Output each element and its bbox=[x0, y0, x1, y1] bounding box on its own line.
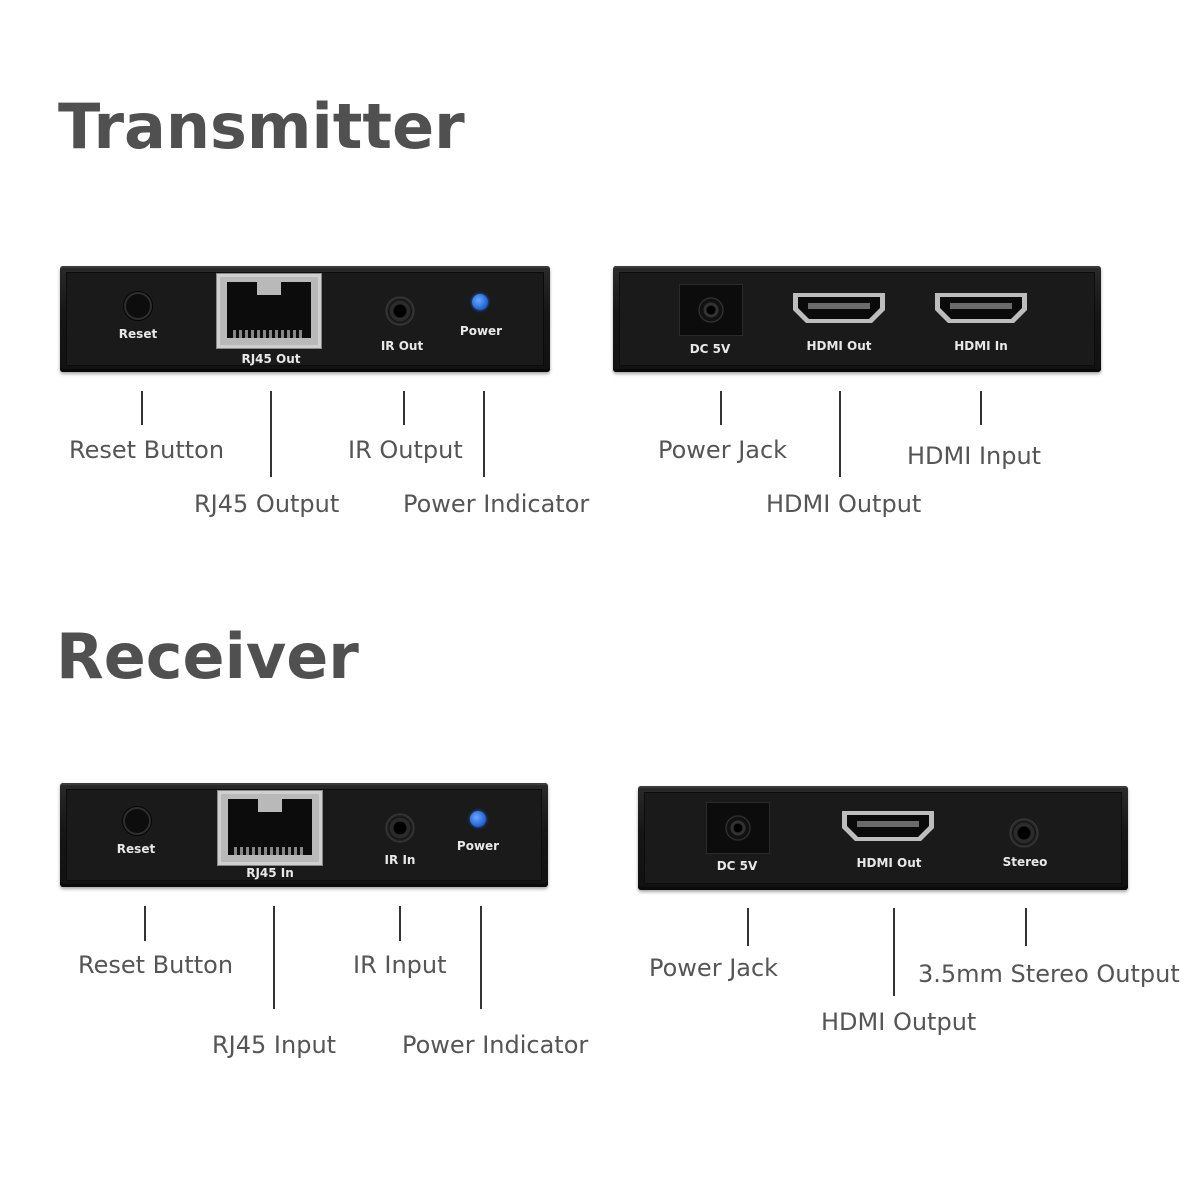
dc-power-jack[interactable] bbox=[679, 284, 743, 336]
dc-label: DC 5V bbox=[689, 342, 731, 356]
ir-out-jack[interactable] bbox=[385, 296, 415, 326]
leader-line bbox=[270, 391, 272, 477]
leader-line bbox=[1025, 908, 1027, 946]
leader-line bbox=[144, 906, 146, 941]
rj45-port[interactable] bbox=[217, 790, 323, 866]
power-led-icon bbox=[472, 294, 488, 310]
transmitter-front-panel: Reset RJ45 Out IR Out Power bbox=[60, 266, 550, 372]
leader-line bbox=[980, 391, 982, 425]
dc-power-jack[interactable] bbox=[706, 802, 770, 854]
leader-line bbox=[273, 906, 275, 1009]
hdmi-out-port[interactable] bbox=[839, 808, 937, 844]
stereo-jack[interactable] bbox=[1009, 818, 1039, 848]
power-led-icon bbox=[470, 811, 486, 827]
hdmi-in-port[interactable] bbox=[932, 290, 1030, 326]
rj45-label: RJ45 In bbox=[246, 866, 294, 880]
power-label: Power bbox=[456, 839, 500, 853]
callout-hdmi-output: HDMI Output bbox=[766, 490, 922, 518]
callout-power-indicator: Power Indicator bbox=[403, 490, 590, 518]
hdmi-out-port[interactable] bbox=[790, 290, 888, 326]
transmitter-back-panel: DC 5V HDMI Out HDMI In bbox=[613, 266, 1101, 372]
reset-label: Reset bbox=[118, 327, 158, 341]
receiver-title: Receiver bbox=[56, 620, 359, 693]
callout-hdmi-output: HDMI Output bbox=[821, 1008, 977, 1036]
callout-rj45-input: RJ45 Input bbox=[212, 1031, 337, 1059]
reset-button[interactable] bbox=[124, 292, 152, 320]
power-label: Power bbox=[459, 324, 503, 338]
callout-reset-button: Reset Button bbox=[69, 436, 225, 464]
receiver-front-panel: Reset RJ45 In IR In Power bbox=[60, 783, 548, 887]
leader-line bbox=[480, 906, 482, 1009]
receiver-back-panel: DC 5V HDMI Out Stereo bbox=[638, 786, 1128, 890]
reset-button[interactable] bbox=[123, 807, 151, 835]
callout-hdmi-input: HDMI Input bbox=[907, 442, 1042, 470]
rj45-label: RJ45 Out bbox=[241, 352, 301, 366]
hdmi-out-label: HDMI Out bbox=[856, 856, 922, 870]
ir-label: IR Out bbox=[380, 339, 424, 353]
stereo-label: Stereo bbox=[1002, 855, 1048, 869]
leader-line bbox=[747, 908, 749, 946]
hdmi-out-label: HDMI Out bbox=[806, 339, 872, 353]
rj45-port[interactable] bbox=[216, 273, 322, 349]
callout-power-jack: Power Jack bbox=[658, 436, 788, 464]
leader-line bbox=[399, 906, 401, 941]
hdmi-in-label: HDMI In bbox=[954, 339, 1008, 353]
transmitter-title: Transmitter bbox=[58, 90, 465, 163]
leader-line bbox=[893, 908, 895, 996]
leader-line bbox=[720, 391, 722, 425]
leader-line bbox=[403, 391, 405, 425]
callout-power-indicator: Power Indicator bbox=[402, 1031, 589, 1059]
callout-ir-input: IR Input bbox=[353, 951, 447, 979]
ir-in-jack[interactable] bbox=[385, 813, 415, 843]
callout-reset-button: Reset Button bbox=[78, 951, 234, 979]
callout-stereo-output: 3.5mm Stereo Output bbox=[918, 960, 1180, 988]
ir-label: IR In bbox=[384, 853, 416, 867]
leader-line bbox=[141, 391, 143, 425]
leader-line bbox=[483, 391, 485, 477]
callout-rj45-output: RJ45 Output bbox=[194, 490, 340, 518]
callout-power-jack: Power Jack bbox=[649, 954, 779, 982]
dc-label: DC 5V bbox=[716, 859, 758, 873]
leader-line bbox=[839, 391, 841, 477]
reset-label: Reset bbox=[116, 842, 156, 856]
callout-ir-output: IR Output bbox=[348, 436, 463, 464]
